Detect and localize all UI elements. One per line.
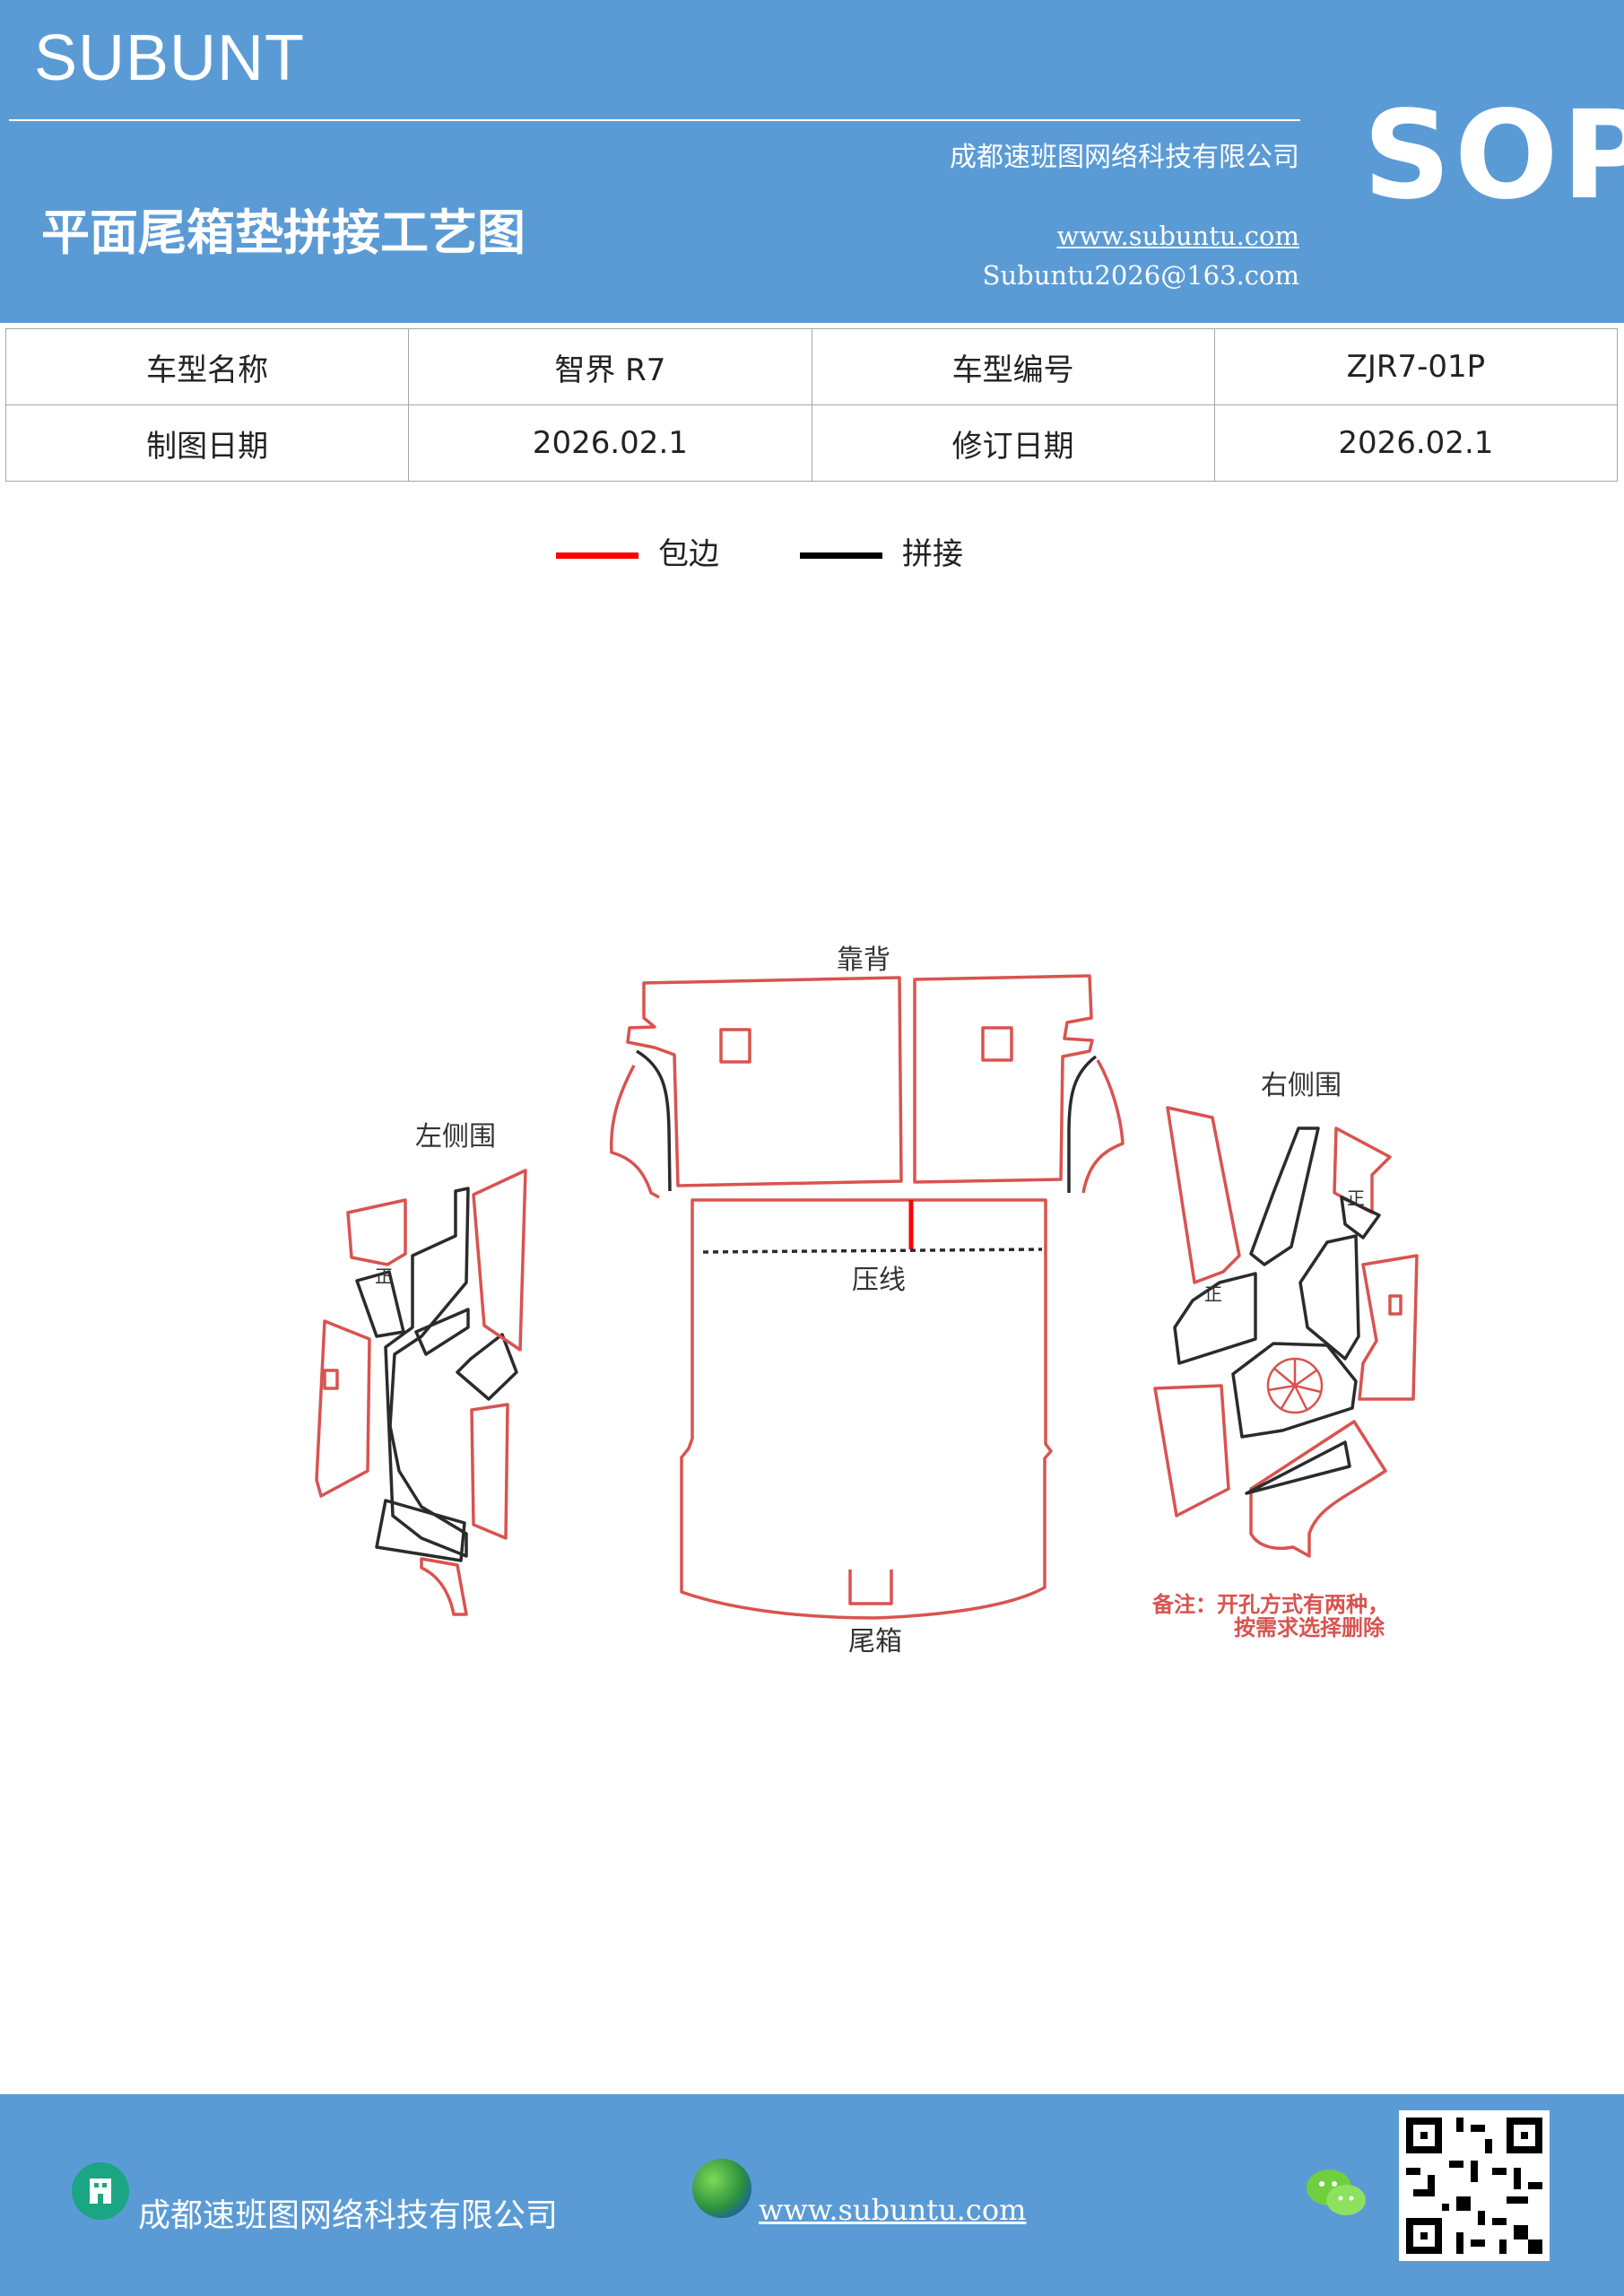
wechat-icon[interactable] [1305,2166,1368,2220]
left-side-piece [315,1319,371,1498]
label-right-side: 右侧围 [1261,1070,1342,1101]
right-side-hole [1388,1294,1403,1316]
legend-item-seam: 拼接 [800,529,963,572]
black-line-swatch [800,552,882,559]
label-seatback: 靠背 [837,944,890,976]
left-side-hole [323,1369,339,1390]
right-side-piece [1173,1272,1257,1365]
left-side-piece [414,1308,470,1356]
table-cell: 制图日期 [4,404,410,482]
trunk-panel [680,1198,1053,1620]
right-side-piece [1298,1234,1360,1361]
header-email: Subuntu2026@163.com [982,260,1299,291]
qr-code [1399,2110,1550,2261]
seatback-left-wing [609,1065,660,1199]
right-side-piece [1249,1420,1387,1558]
table-cell: ZJR7-01P [1213,328,1619,405]
seatback-left-hole [719,1028,751,1064]
brand-name: SUBUNT [34,22,306,94]
right-side-piece [1249,1126,1320,1266]
header-website-link[interactable]: www.subuntu.com [1056,221,1299,251]
left-side-piece [420,1557,468,1616]
seatback-right-panel [913,974,1094,1184]
seatback-left-panel [626,976,903,1187]
table-cell: 车型名称 [4,328,410,405]
left-side-piece [384,1187,470,1558]
header-banner: SUBUNT 成都速班图网络科技有限公司 平面尾箱垫拼接工艺图 www.subu… [0,0,1624,323]
table-cell: 修订日期 [811,404,1215,482]
table-cell: 2026.02.1 [408,404,812,482]
right-side-piece [1333,1126,1392,1214]
seatback-right-hole [981,1026,1013,1062]
right-side-piece [1166,1106,1241,1284]
left-side-piece [470,1403,509,1540]
table-row: 制图日期 2026.02.1 修订日期 2026.02.1 [4,404,1619,482]
trunk-notch [848,1570,893,1605]
note-line-1: 备注：开孔方式有两种， [1151,1592,1389,1617]
building-icon [72,2162,129,2220]
header-company: 成都速班图网络科技有限公司 [950,142,1299,173]
sop-badge: SOP [1363,85,1624,227]
note-line-2: 按需求选择删除 [1234,1615,1385,1640]
seatback-right-wing [1081,1059,1125,1194]
footer-company: 成都速班图网络科技有限公司 [138,2197,559,2234]
table-cell: 车型编号 [811,328,1215,405]
globe-icon [692,2159,751,2218]
label-left-side: 左侧围 [415,1121,496,1152]
vehicle-info-table: 车型名称 智界 R7 车型编号 ZJR7-01P 制图日期 2026.02.1 … [4,328,1619,482]
crease-line [702,1248,1043,1254]
table-row: 车型名称 智界 R7 车型编号 ZJR7-01P [4,328,1619,405]
table-cell: 2026.02.1 [1213,404,1619,482]
vent-icon [1266,1357,1324,1414]
header-divider [9,119,1300,121]
label-trunk: 尾箱 [848,1626,902,1657]
right-side-piece [1153,1384,1230,1518]
legend-label: 拼接 [902,536,963,572]
label-front-mark: 正 [1204,1283,1222,1305]
right-side-piece [1340,1196,1381,1239]
legend-label: 包边 [658,536,719,572]
seatback-right-seam [1067,1055,1098,1193]
label-front-mark: 正 [375,1265,393,1287]
table-cell: 智界 R7 [408,328,812,405]
red-line-swatch [556,552,638,559]
footer-banner: 成都速班图网络科技有限公司 www.subuntu.com [0,2094,1624,2296]
page-title: 平面尾箱垫拼接工艺图 [41,204,525,261]
footer-website-link[interactable]: www.subuntu.com [759,2193,1027,2227]
legend-item-edge: 包边 [556,529,719,572]
left-side-piece [355,1270,405,1338]
label-front-mark: 正 [1347,1187,1365,1209]
label-crease: 压线 [852,1265,906,1296]
left-side-piece [456,1333,518,1401]
right-side-piece [1231,1342,1358,1439]
left-side-piece [472,1169,527,1352]
seatback-left-seam [636,1049,672,1192]
trunk-mat-diagram: 靠背 左侧围 右侧围 压线 尾箱 正 正 正 备注：开孔方式有两种， 按需求选择… [315,944,1419,1657]
left-side-piece [375,1499,466,1562]
right-side-piece [1358,1254,1419,1401]
left-side-piece [346,1198,407,1266]
right-side-piece [1245,1440,1351,1495]
